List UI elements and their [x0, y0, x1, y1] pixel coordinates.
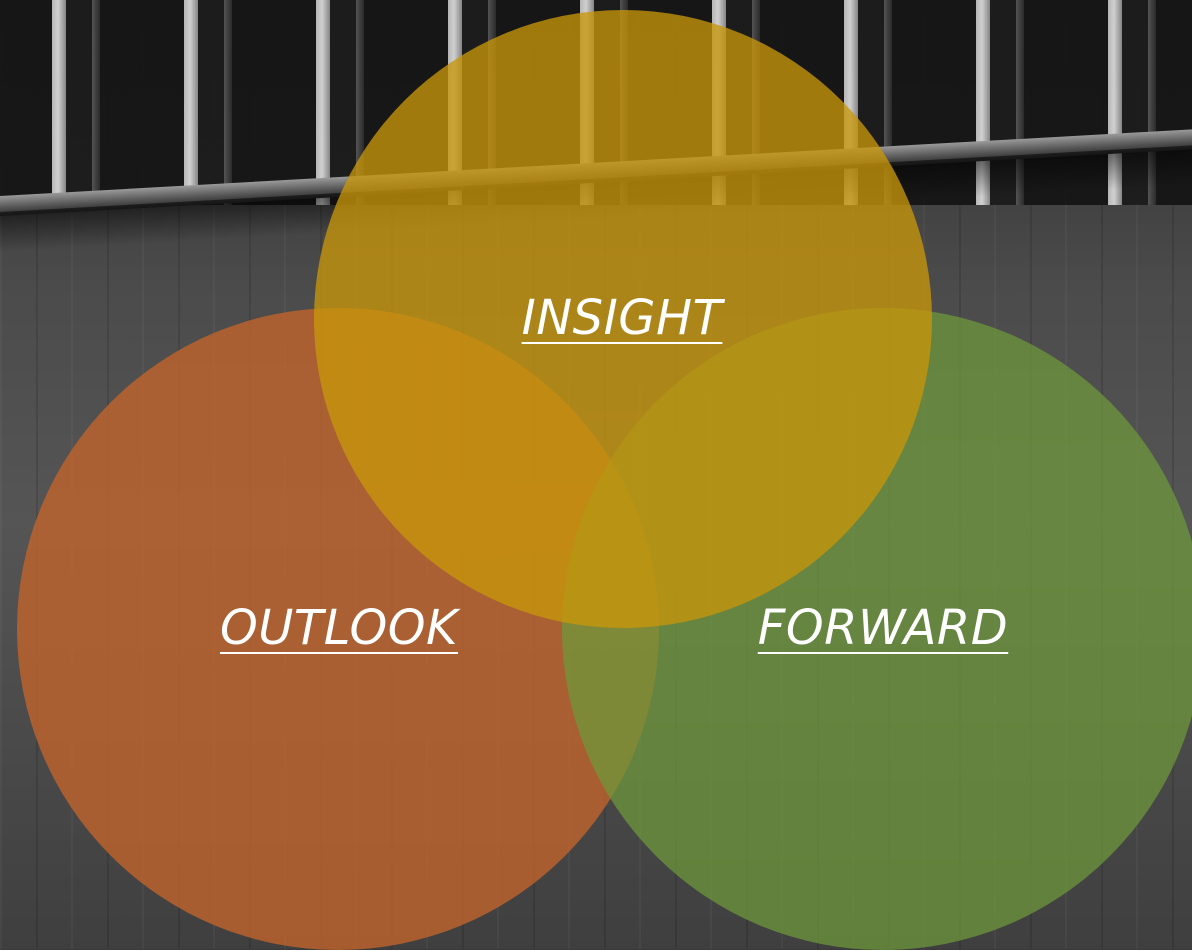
outlook-link[interactable]: OUTLOOK: [219, 600, 459, 656]
insight-circle: [314, 10, 932, 628]
forward-link[interactable]: FORWARD: [757, 600, 1009, 656]
insight-link[interactable]: INSIGHT: [521, 290, 723, 346]
